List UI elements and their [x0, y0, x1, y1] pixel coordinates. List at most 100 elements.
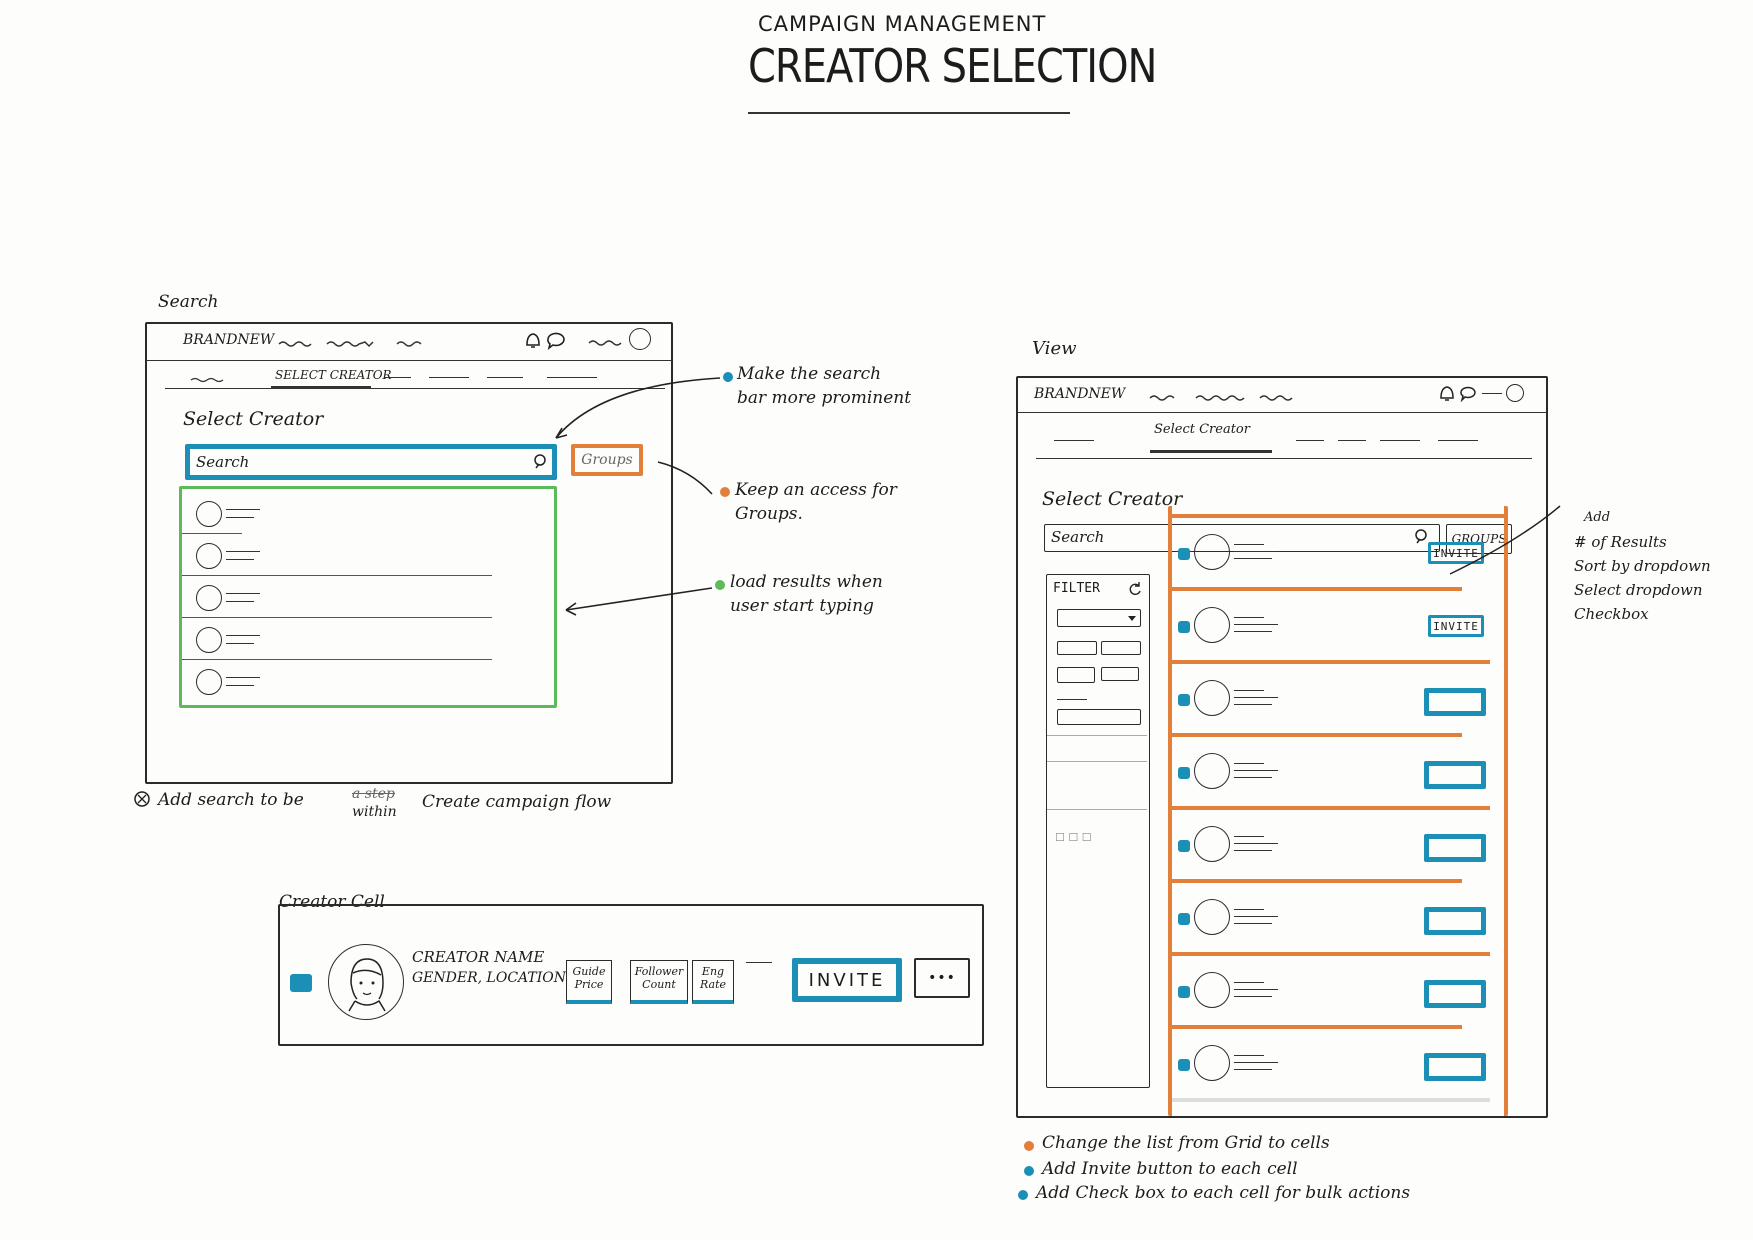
invite-button[interactable]: [1424, 834, 1486, 862]
tab-squiggle: [190, 377, 224, 383]
cell-text-line: [1234, 909, 1264, 910]
cell-text-line: [1234, 544, 1264, 545]
creator-avatar: [1194, 753, 1230, 789]
avatar[interactable]: [629, 328, 651, 350]
filter-checkboxes[interactable]: ☐ ☐ ☐: [1055, 831, 1092, 844]
search-result-row[interactable]: [182, 619, 554, 661]
note-dot: [1018, 1190, 1028, 1200]
invite-button[interactable]: [1424, 907, 1486, 935]
cell-text-line: [1234, 850, 1272, 851]
nav-divider: [147, 360, 671, 361]
invite-button[interactable]: [1424, 688, 1486, 716]
tab-dash: [1296, 440, 1324, 441]
invite-button[interactable]: INVITE: [1428, 542, 1484, 564]
chat-icon[interactable]: [1458, 384, 1478, 402]
search-input[interactable]: Search: [185, 444, 557, 480]
result-avatar: [196, 543, 222, 569]
bulk-checkbox[interactable]: [1178, 767, 1190, 779]
cell-text-line: [1234, 763, 1264, 764]
filter-dropdown[interactable]: [1057, 609, 1141, 627]
note-dot: [720, 487, 730, 497]
search-result-row[interactable]: [182, 535, 554, 577]
invite-button[interactable]: INVITE: [792, 958, 902, 1002]
search-result-row[interactable]: [182, 661, 554, 703]
cell-text-line: [1234, 777, 1272, 778]
invite-button[interactable]: [1424, 1053, 1486, 1081]
result-text-line: [226, 509, 260, 510]
filter-chip[interactable]: [1101, 641, 1141, 655]
invite-button[interactable]: [1424, 761, 1486, 789]
cell-text-line: [1234, 996, 1272, 997]
footnote-marker-icon: [134, 791, 150, 807]
creator-cell[interactable]: [1172, 956, 1462, 1029]
view-frame-label: View: [1032, 338, 1077, 359]
creator-cell-list: [1168, 506, 1508, 1116]
creator-cell[interactable]: [1172, 664, 1462, 737]
note-groups-access: Keep an access for Groups.: [735, 480, 897, 524]
creator-cell[interactable]: [1172, 737, 1490, 810]
side-note-line: # of Results: [1574, 533, 1667, 551]
bell-icon[interactable]: [1438, 384, 1456, 402]
bulk-checkbox[interactable]: [1178, 621, 1190, 633]
creator-cell[interactable]: [1172, 810, 1462, 883]
search-result-row[interactable]: [182, 493, 554, 535]
creator-cell[interactable]: [1172, 518, 1462, 591]
result-text-line: [226, 551, 260, 552]
footnote-within: within: [352, 804, 397, 820]
user-dash: [1482, 393, 1502, 394]
filter-chip[interactable]: [1057, 709, 1141, 725]
more-actions-button[interactable]: •••: [914, 958, 970, 998]
title-underline: [748, 112, 1070, 114]
filter-chip[interactable]: [1057, 641, 1097, 655]
cell-text-line: [1234, 1062, 1278, 1063]
search-result-row[interactable]: [182, 577, 554, 619]
filter-chip[interactable]: [1101, 667, 1139, 681]
cell-text-line: [1234, 631, 1272, 632]
invite-button[interactable]: [1424, 980, 1486, 1008]
cell-text-line: [1234, 770, 1278, 771]
bulk-checkbox[interactable]: [1178, 1059, 1190, 1071]
bulk-checkbox[interactable]: [1178, 694, 1190, 706]
tab-select-creator[interactable]: Select Creator: [1154, 422, 1250, 437]
nav-divider: [1018, 412, 1546, 413]
avatar[interactable]: [1506, 384, 1524, 402]
invite-button[interactable]: INVITE: [1428, 615, 1484, 637]
tab-select-creator[interactable]: SELECT CREATOR: [275, 368, 392, 382]
metric-eng-rate: Eng Rate: [692, 960, 734, 1004]
bulk-checkbox[interactable]: [1178, 548, 1190, 560]
footnote-part1: Add search to be: [158, 790, 304, 810]
tab-dash: [1438, 440, 1478, 441]
bulk-checkbox[interactable]: [1178, 913, 1190, 925]
creator-avatar: [1194, 1045, 1230, 1081]
note-grid-to-cells: Change the list from Grid to cells: [1042, 1133, 1330, 1153]
bell-icon[interactable]: [523, 330, 543, 350]
result-divider: [182, 617, 492, 618]
bulk-checkbox[interactable]: [290, 974, 312, 992]
more-dots-icon: •••: [928, 970, 956, 986]
creator-cell[interactable]: [1172, 883, 1490, 956]
note-dot: [1024, 1141, 1034, 1151]
bulk-checkbox[interactable]: [1178, 986, 1190, 998]
refresh-icon[interactable]: [1127, 581, 1143, 597]
bulk-checkbox[interactable]: [1178, 840, 1190, 852]
cell-text-line: [1234, 690, 1264, 691]
creator-cell[interactable]: [1172, 1029, 1490, 1102]
tabs-divider: [165, 388, 665, 389]
chevron-down-icon: [1128, 616, 1136, 621]
note-dot: [715, 580, 725, 590]
active-tab-underline: [271, 386, 371, 389]
nav-squiggles: [1149, 395, 1293, 401]
side-note-line: Sort by dropdown: [1574, 557, 1711, 575]
filter-section-divider: [1047, 761, 1147, 762]
cell-text-line: [1234, 989, 1278, 990]
result-avatar: [196, 585, 222, 611]
cell-text-line: [1234, 617, 1264, 618]
filter-chip[interactable]: [1057, 667, 1095, 683]
filter-label: FILTER: [1053, 581, 1100, 596]
metric-follower-count: Follower Count: [630, 960, 688, 1004]
active-tab-underline: [1150, 450, 1272, 453]
groups-button[interactable]: Groups: [571, 444, 643, 476]
creator-cell[interactable]: [1172, 591, 1490, 664]
chat-icon[interactable]: [545, 330, 567, 350]
